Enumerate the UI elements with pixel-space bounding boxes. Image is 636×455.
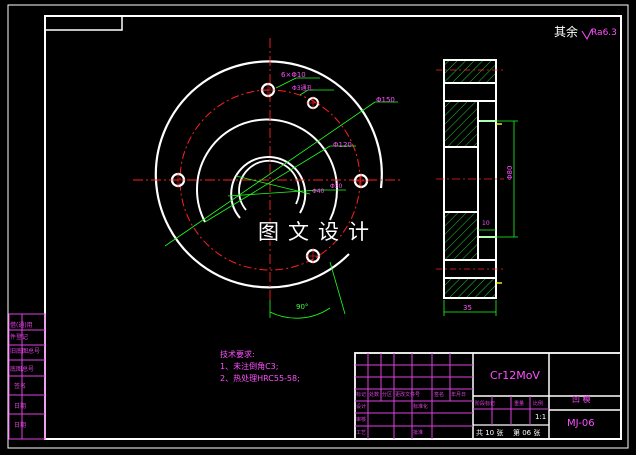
stage-header-1: 阶段标记 bbox=[475, 401, 496, 407]
role-approve: 批准 bbox=[413, 430, 424, 436]
tab-label-3: 旧底图总号 bbox=[10, 348, 41, 355]
tab-label-7: 日期 bbox=[14, 422, 27, 429]
rev-header-2: 处数 bbox=[369, 392, 380, 398]
title-sheet-no: 第 06 张 bbox=[513, 429, 541, 437]
role-design: 设计 bbox=[356, 404, 367, 410]
tech-req-title: 技术要求: bbox=[220, 350, 255, 359]
dim-d120: Φ120 bbox=[333, 141, 352, 149]
title-block bbox=[354, 352, 622, 440]
role-standard: 标准化 bbox=[413, 404, 429, 410]
dim-angle: 90° bbox=[296, 303, 309, 311]
section-hatch-top bbox=[443, 59, 497, 84]
dim-thickness: 35 bbox=[463, 304, 472, 312]
role-review: 审核 bbox=[356, 417, 367, 423]
dim-hole-through: Φ3通孔 bbox=[292, 85, 313, 92]
tab-label-2: 件登记 bbox=[10, 334, 29, 341]
dim-d30: Φ30 bbox=[330, 183, 343, 190]
front-view bbox=[133, 38, 400, 319]
dimension-leaders bbox=[164, 77, 398, 319]
role-process: 工艺 bbox=[356, 430, 367, 436]
rev-header-6: 年月日 bbox=[451, 392, 467, 398]
dim-holes: 6×Φ10 bbox=[281, 71, 306, 79]
stage-header-2: 重量 bbox=[514, 401, 525, 407]
rev-header-3: 分区 bbox=[382, 392, 393, 398]
surface-finish-symbol: Ra6.3 bbox=[591, 28, 617, 38]
inner-frame-border bbox=[44, 15, 622, 440]
surface-finish-label: 其余 bbox=[554, 25, 579, 39]
tech-req-item-2: 2、热处理HRC55-58; bbox=[220, 374, 300, 383]
section-hatch-lower bbox=[443, 211, 479, 261]
tech-req-item-1: 1、未注倒角C3; bbox=[220, 362, 279, 371]
dim-d40: Φ40 bbox=[312, 188, 325, 195]
dim-step: 10 bbox=[482, 220, 490, 227]
section-hatch-upper bbox=[443, 100, 479, 148]
title-material: Cr12MoV bbox=[490, 369, 540, 382]
watermark: 图文设计 bbox=[258, 220, 378, 244]
tab-label-4: 底图总号 bbox=[10, 366, 35, 373]
bore-circle-inner bbox=[238, 159, 300, 211]
drawing-number-box bbox=[44, 15, 123, 31]
title-sheet-total: 共 10 张 bbox=[476, 429, 504, 437]
side-section-view bbox=[436, 59, 518, 316]
tab-label-6: 日期 bbox=[14, 403, 27, 410]
section-hatch-bottom bbox=[443, 277, 497, 299]
rev-header-4: 更改文件号 bbox=[395, 392, 421, 398]
title-part-name: 凹 模 bbox=[572, 395, 591, 404]
outer-sheet-border bbox=[7, 4, 629, 449]
left-tab-table bbox=[8, 313, 46, 440]
surface-finish-icon bbox=[581, 28, 593, 40]
tab-label-5: 签名 bbox=[14, 383, 27, 390]
section-dimensions bbox=[443, 120, 518, 316]
bore-circle-outer bbox=[230, 156, 307, 219]
rev-header-1: 标记 bbox=[356, 392, 367, 398]
stage-header-3: 比例 bbox=[533, 401, 544, 407]
dim-bore: Φ80 bbox=[506, 165, 514, 180]
outer-circle bbox=[154, 60, 383, 289]
rev-header-5: 签名 bbox=[434, 392, 445, 398]
title-scale: 1:1 bbox=[535, 413, 547, 421]
tab-label-1: 借(通)用 bbox=[10, 322, 33, 329]
dim-d150: Φ150 bbox=[376, 96, 395, 104]
title-drawing-no: MJ-06 bbox=[567, 418, 595, 429]
step-circle bbox=[196, 118, 338, 223]
